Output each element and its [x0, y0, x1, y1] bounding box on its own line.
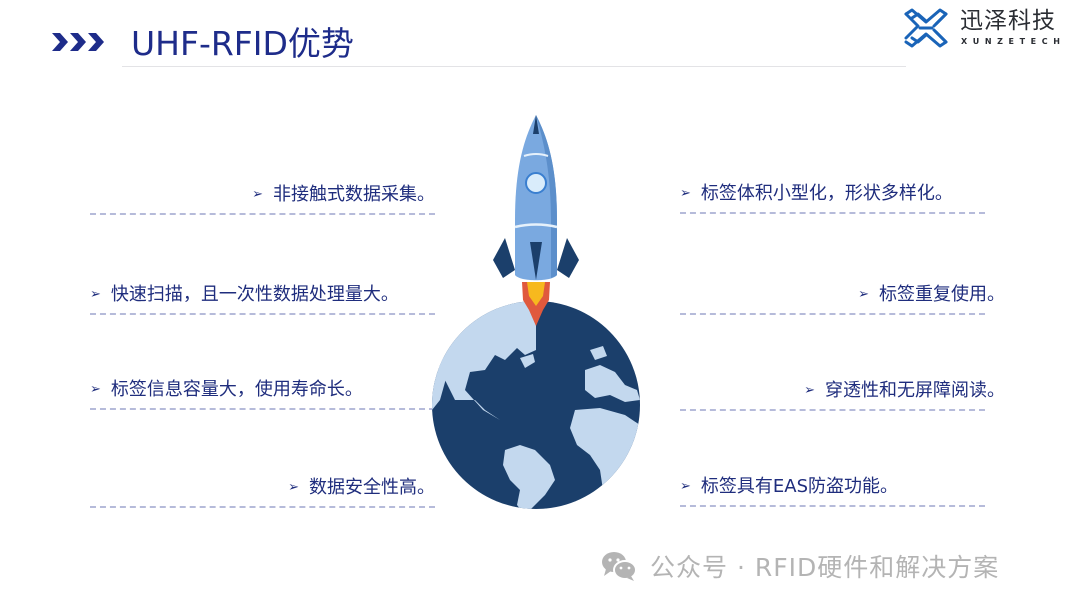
feature-label: 数据安全性高。	[309, 477, 435, 498]
feature-item: ➢ 数据安全性高。	[90, 475, 435, 515]
rocket-icon	[493, 115, 579, 281]
logo-name-cn: 迅泽科技	[960, 8, 1056, 34]
globe-icon	[432, 301, 640, 509]
feature-item: ➢ 标签信息容量大，使用寿命长。	[90, 377, 435, 417]
feature-item: ➢ 标签体积小型化，形状多样化。	[680, 181, 985, 221]
triple-chevron-right-icon	[52, 33, 104, 51]
rocket-flame	[522, 282, 550, 326]
bullet-arrow-icon: ➢	[858, 287, 869, 302]
feature-label: 快速扫描，且一次性数据处理量大。	[110, 284, 399, 305]
page-title: UHF-RFID优势	[131, 24, 354, 63]
bullet-arrow-icon: ➢	[680, 186, 691, 201]
dotted-divider	[680, 212, 985, 214]
dotted-divider	[90, 506, 435, 508]
feature-item: ➢ 快速扫描，且一次性数据处理量大。	[90, 282, 435, 322]
feature-label: 标签体积小型化，形状多样化。	[700, 183, 953, 204]
bullet-arrow-icon: ➢	[252, 187, 263, 202]
feature-label: 穿透性和无屏障阅读。	[825, 380, 1005, 401]
x-knot-logo-icon	[904, 8, 948, 48]
company-logo: 迅泽科技 XUNZETECH	[900, 6, 1075, 50]
feature-item: ➢ 标签重复使用。	[680, 282, 1005, 322]
feature-label: 非接触式数据采集。	[273, 184, 435, 205]
wechat-icon	[602, 552, 637, 581]
bullet-arrow-icon: ➢	[288, 480, 299, 495]
bullet-arrow-icon: ➢	[680, 479, 691, 494]
logo-name-en: XUNZETECH	[961, 37, 1066, 46]
feature-label: 标签重复使用。	[879, 284, 1005, 305]
feature-label: 标签信息容量大，使用寿命长。	[110, 379, 363, 400]
dotted-divider	[90, 213, 435, 215]
title-divider	[122, 66, 906, 67]
feature-label: 标签具有EAS防盗功能。	[700, 476, 899, 497]
bullet-arrow-icon: ➢	[804, 383, 815, 398]
dotted-divider	[680, 409, 985, 411]
bullet-arrow-icon: ➢	[90, 287, 101, 302]
wechat-watermark: 公众号 · RFID硬件和解决方案	[600, 546, 999, 586]
dotted-divider	[680, 313, 985, 315]
feature-item: ➢ 非接触式数据采集。	[90, 182, 435, 222]
dotted-divider	[90, 408, 435, 410]
feature-item: ➢ 穿透性和无屏障阅读。	[680, 378, 1005, 418]
dotted-divider	[680, 505, 985, 507]
watermark-text: 公众号 · RFID硬件和解决方案	[650, 553, 1000, 582]
rocket-globe-illustration	[432, 115, 640, 509]
dotted-divider	[90, 313, 435, 315]
bullet-arrow-icon: ➢	[90, 382, 101, 397]
feature-item: ➢ 标签具有EAS防盗功能。	[680, 474, 985, 514]
